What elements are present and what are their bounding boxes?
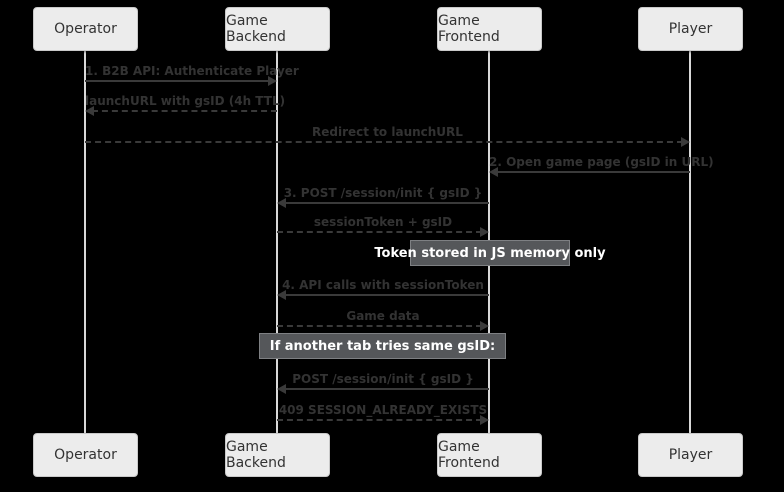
arrowhead-left-icon: [85, 106, 94, 116]
message-label: 2. Open game page (gsID in URL): [489, 155, 714, 169]
arrowhead-left-icon: [277, 198, 286, 208]
actor-label: Player: [668, 447, 713, 463]
note-token-js-memory: Token stored in JS memory only: [374, 240, 606, 266]
actor-label: Game Backend: [226, 13, 286, 45]
actor-label: Operator: [54, 21, 117, 37]
message-label: 409 SESSION_ALREADY_EXISTS: [278, 403, 488, 417]
arrowhead-right-icon: [681, 137, 690, 147]
arrowhead-left-icon: [277, 384, 286, 394]
message-line: [92, 110, 277, 112]
actor-operator-top: Operator: [33, 7, 138, 51]
note-label: Token stored in JS memory only: [374, 245, 606, 261]
actor-label: Game Frontend: [438, 439, 500, 471]
message-line: [284, 388, 489, 390]
arrowhead-right-icon: [268, 76, 277, 86]
actor-label: Operator: [54, 447, 117, 463]
arrowhead-left-icon: [277, 290, 286, 300]
message-label: Redirect to launchURL: [312, 125, 463, 139]
actor-player-bottom: Player: [638, 433, 743, 477]
arrowhead-right-icon: [480, 415, 489, 425]
message-line: [85, 141, 683, 143]
actor-game-frontend-top: Game Frontend: [437, 7, 542, 51]
actor-label: Player: [668, 21, 713, 37]
message-line: [277, 325, 482, 327]
actor-player-top: Player: [638, 7, 743, 51]
message-line: [277, 231, 482, 233]
message-line: [284, 202, 489, 204]
message-label: Game data: [346, 309, 420, 323]
message-label: 1. B2B API: Authenticate Player: [85, 64, 299, 78]
message-label: POST /session/init { gsID }: [292, 372, 474, 386]
arrowhead-left-icon: [489, 167, 498, 177]
actor-label: Game Backend: [226, 439, 286, 471]
actor-game-backend-top: Game Backend: [225, 7, 330, 51]
lifeline-game-backend: [276, 51, 278, 433]
note-label: If another tab tries same gsID:: [269, 338, 496, 354]
note-another-tab: If another tab tries same gsID:: [259, 333, 506, 359]
message-label: 3. POST /session/init { gsID }: [283, 186, 483, 200]
lifeline-operator: [84, 51, 86, 433]
actor-label: Game Frontend: [438, 13, 500, 45]
message-line: [277, 419, 482, 421]
arrowhead-right-icon: [480, 227, 489, 237]
actor-game-backend-bottom: Game Backend: [225, 433, 330, 477]
message-line: [496, 171, 690, 173]
lifeline-player: [689, 51, 691, 433]
actor-operator-bottom: Operator: [33, 433, 138, 477]
message-label: sessionToken + gsID: [313, 215, 453, 229]
message-line: [284, 294, 489, 296]
message-label: launchURL with gsID (4h TTL): [85, 94, 286, 108]
actor-game-frontend-bottom: Game Frontend: [437, 433, 542, 477]
message-label: 4. API calls with sessionToken: [282, 278, 484, 292]
message-line: [85, 80, 270, 82]
arrowhead-right-icon: [480, 321, 489, 331]
